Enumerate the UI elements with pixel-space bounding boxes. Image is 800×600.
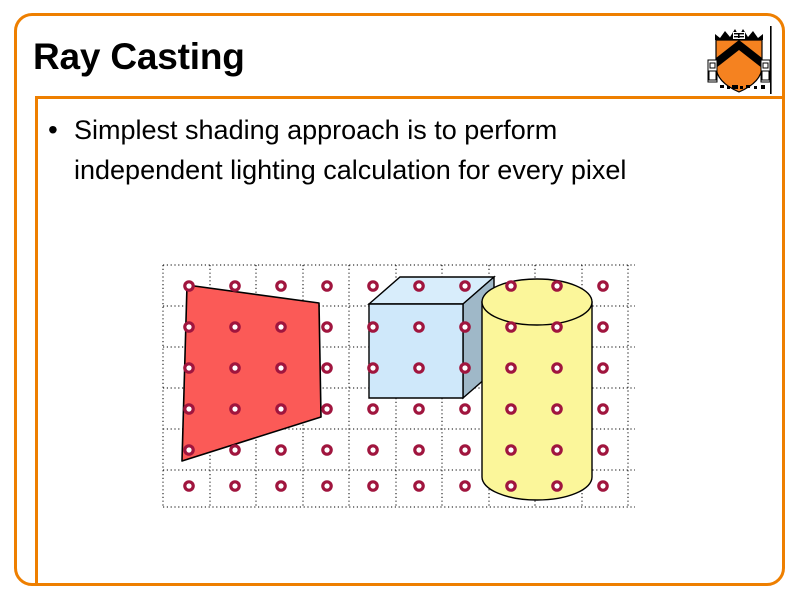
pixel-sample-point <box>321 403 333 415</box>
slide-body-frame <box>35 98 785 586</box>
sample-point-layer <box>183 280 609 492</box>
bullet-line-1: Simplest shading approach is to perform <box>74 115 558 145</box>
pixel-sample-point <box>505 403 517 415</box>
pixel-sample-point <box>459 362 471 374</box>
pixel-sample-point <box>367 321 379 333</box>
pixel-sample-point <box>367 480 379 492</box>
pixel-sample-point <box>275 362 287 374</box>
slide-outer-border <box>14 13 785 586</box>
princeton-university-shield-icon <box>706 24 778 96</box>
pixel-sample-point <box>459 403 471 415</box>
pixel-sample-point <box>459 280 471 292</box>
pixel-sample-point <box>229 280 241 292</box>
pixel-sample-point <box>413 280 425 292</box>
pixel-sample-point <box>551 321 563 333</box>
pixel-sample-point <box>597 280 609 292</box>
list-item: • Simplest shading approach is to perfor… <box>48 110 748 190</box>
ray-casting-diagram <box>155 255 655 525</box>
pixel-sample-point <box>551 362 563 374</box>
pixel-sample-point <box>413 321 425 333</box>
blue-cube-front-face <box>368 303 464 399</box>
pixel-sample-point <box>459 444 471 456</box>
pixel-sample-point <box>505 480 517 492</box>
pixel-sample-point <box>367 403 379 415</box>
pixel-sample-point <box>183 444 195 456</box>
pixel-sample-point <box>459 480 471 492</box>
pixel-sample-point <box>321 362 333 374</box>
pixel-sample-point <box>229 403 241 415</box>
pixel-sample-point <box>551 480 563 492</box>
pixel-sample-point <box>229 444 241 456</box>
pixel-sample-point <box>413 480 425 492</box>
pixel-sample-point <box>321 321 333 333</box>
pixel-sample-point <box>459 321 471 333</box>
pixel-sample-point <box>275 321 287 333</box>
pixel-sample-point <box>505 444 517 456</box>
pixel-sample-point <box>321 280 333 292</box>
title-divider-rule <box>35 96 785 99</box>
pixel-sample-point <box>413 444 425 456</box>
pixel-sample-point <box>275 480 287 492</box>
pixel-sample-point <box>275 280 287 292</box>
pixel-sample-point <box>551 403 563 415</box>
pixel-sample-point <box>505 280 517 292</box>
shape-primitives <box>181 275 593 501</box>
pixel-sample-point <box>275 403 287 415</box>
pixel-sample-point <box>597 362 609 374</box>
pixel-sample-point <box>275 444 287 456</box>
pixel-sample-point <box>229 321 241 333</box>
pixel-sample-point <box>321 444 333 456</box>
bullet-list: • Simplest shading approach is to perfor… <box>48 110 748 190</box>
pixel-sample-point <box>183 480 195 492</box>
pixel-sample-point <box>505 362 517 374</box>
pixel-sample-point <box>413 403 425 415</box>
pixel-sample-point <box>229 362 241 374</box>
pixel-sample-point <box>183 321 195 333</box>
red-quadrilateral <box>181 284 322 462</box>
pixel-sample-point <box>597 321 609 333</box>
pixel-sample-point <box>597 480 609 492</box>
pixel-sample-point <box>597 403 609 415</box>
bullet-marker-icon: • <box>48 114 58 145</box>
page-title: Ray Casting <box>33 36 245 77</box>
yellow-cylinder-body <box>481 301 593 501</box>
bullet-line-2: independent lighting calculation for eve… <box>74 155 627 185</box>
pixel-sample-point <box>597 444 609 456</box>
pixel-sample-point <box>183 362 195 374</box>
pixel-sample-point <box>505 321 517 333</box>
pixel-sample-point <box>183 280 195 292</box>
pixel-sample-point <box>183 403 195 415</box>
yellow-cylinder-top-ellipse <box>481 278 593 326</box>
pixel-sample-point <box>551 444 563 456</box>
pixel-sample-point <box>367 280 379 292</box>
pixel-sample-point <box>367 444 379 456</box>
pixel-sample-point <box>413 362 425 374</box>
pixel-sample-point <box>551 280 563 292</box>
pixel-sample-point <box>367 362 379 374</box>
bullet-item-text: Simplest shading approach is to perform … <box>74 110 626 190</box>
pixel-sample-point <box>321 480 333 492</box>
pixel-sample-point <box>229 480 241 492</box>
